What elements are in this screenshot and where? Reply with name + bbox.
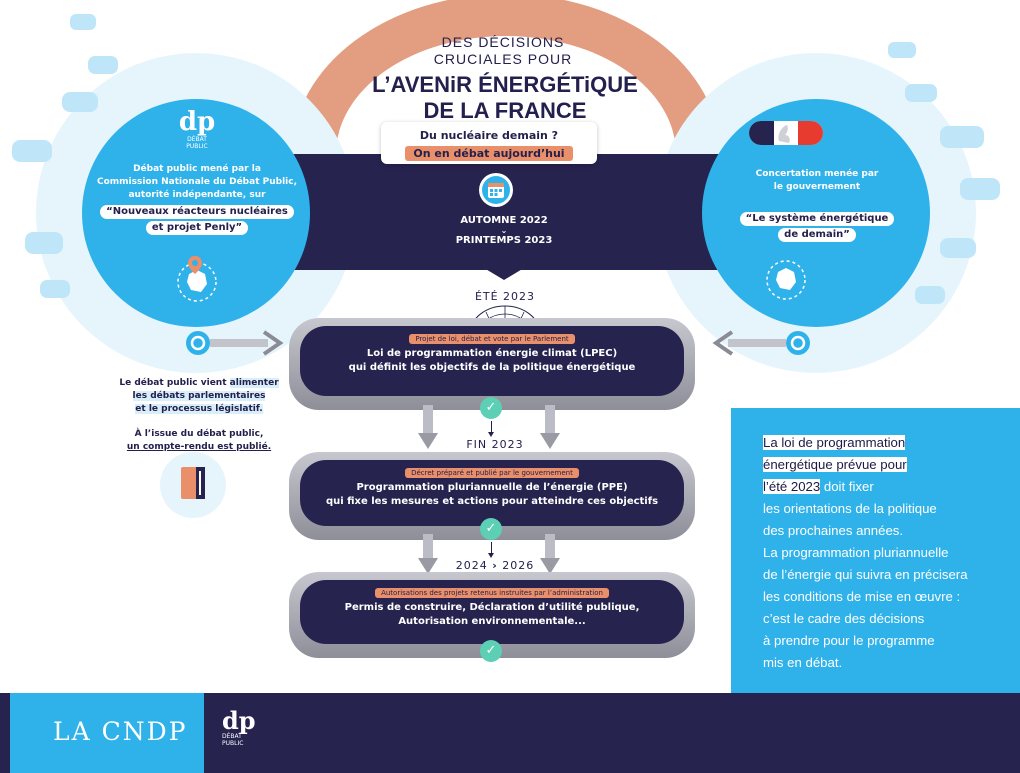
- phase-2024-2026: 2024 › 2026: [455, 559, 535, 572]
- right-circle-text: Concertation menée par le gouvernement “…: [712, 168, 922, 242]
- right-arrow-connector: [712, 330, 810, 356]
- left-note-1: Le débat public vient alimenter les déba…: [119, 378, 279, 414]
- check-icon: ✓: [480, 640, 502, 662]
- bubble-answer: On en débat aujourd’hui: [405, 146, 573, 161]
- step-lpec: Projet de loi, débat et vote par le Parl…: [300, 326, 684, 396]
- step-ppe-tag: Décret préparé et publié par le gouverne…: [405, 468, 579, 478]
- footer-dp-logo: dp DÉBAT PUBLIC: [222, 706, 256, 748]
- left-circle-text: Débat public mené par la Commission Nati…: [96, 164, 297, 235]
- arrow-down-icon: [488, 421, 494, 437]
- right-quote-1: “Le système énergétique: [739, 212, 895, 226]
- flow-connectors-1: [418, 405, 560, 449]
- step-lpec-tag: Projet de loi, débat et vote par le Parl…: [409, 334, 575, 344]
- report-document-icon: [160, 452, 226, 518]
- step-ppe: Décret préparé et publié par le gouverne…: [300, 460, 684, 526]
- title-small: DES DÉCISIONS CRUCIALES POUR: [433, 34, 573, 67]
- step-autorisations-tag: Autorisations des projets retenus instru…: [375, 588, 609, 598]
- phase-fin-2023: FIN 2023: [466, 438, 524, 451]
- info-box: [731, 408, 1020, 693]
- bubble-question: Du nucléaire demain ?: [419, 129, 559, 142]
- info-text: La loi de programmation énergétique prév…: [763, 435, 968, 670]
- left-note-2: À l’issue du débat public, un compte-ren…: [126, 429, 272, 452]
- france-map-icon-right: [766, 260, 806, 300]
- france-map-icon: [177, 256, 217, 302]
- phase-ete-2023: ÉTÉ 2023: [474, 290, 536, 303]
- calendar-icon: [479, 173, 513, 207]
- left-arrow-connector: [186, 330, 284, 356]
- step-autorisations: Autorisations des projets retenus instru…: [300, 580, 684, 644]
- check-icon: ✓: [480, 397, 502, 419]
- arrow-down-icon: [488, 542, 494, 558]
- left-quote-2: et projet Penly”: [145, 221, 249, 235]
- band-notch-icon: [484, 268, 524, 280]
- calendar-period: AUTOMNE 2022 ⌄ PRINTEMPS 2023: [455, 215, 553, 246]
- dp-logo: dp DÉBAT PUBLIC: [178, 107, 216, 150]
- page-title: L’AVENiR ÉNERGÉTiQUE DE LA FRANCE: [372, 72, 638, 123]
- flow-connectors-2: [418, 534, 560, 574]
- check-icon: ✓: [480, 518, 502, 540]
- cndp-logo: LA CNDP: [53, 717, 188, 746]
- footer-cndp-panel: [10, 693, 204, 773]
- speech-bubble: Du nucléaire demain ? On en débat aujour…: [381, 122, 597, 164]
- government-logo-icon: [749, 121, 823, 145]
- right-quote-2: de demain”: [778, 228, 856, 242]
- left-quote-1: “Nouveaux réacteurs nucléaires: [100, 205, 294, 219]
